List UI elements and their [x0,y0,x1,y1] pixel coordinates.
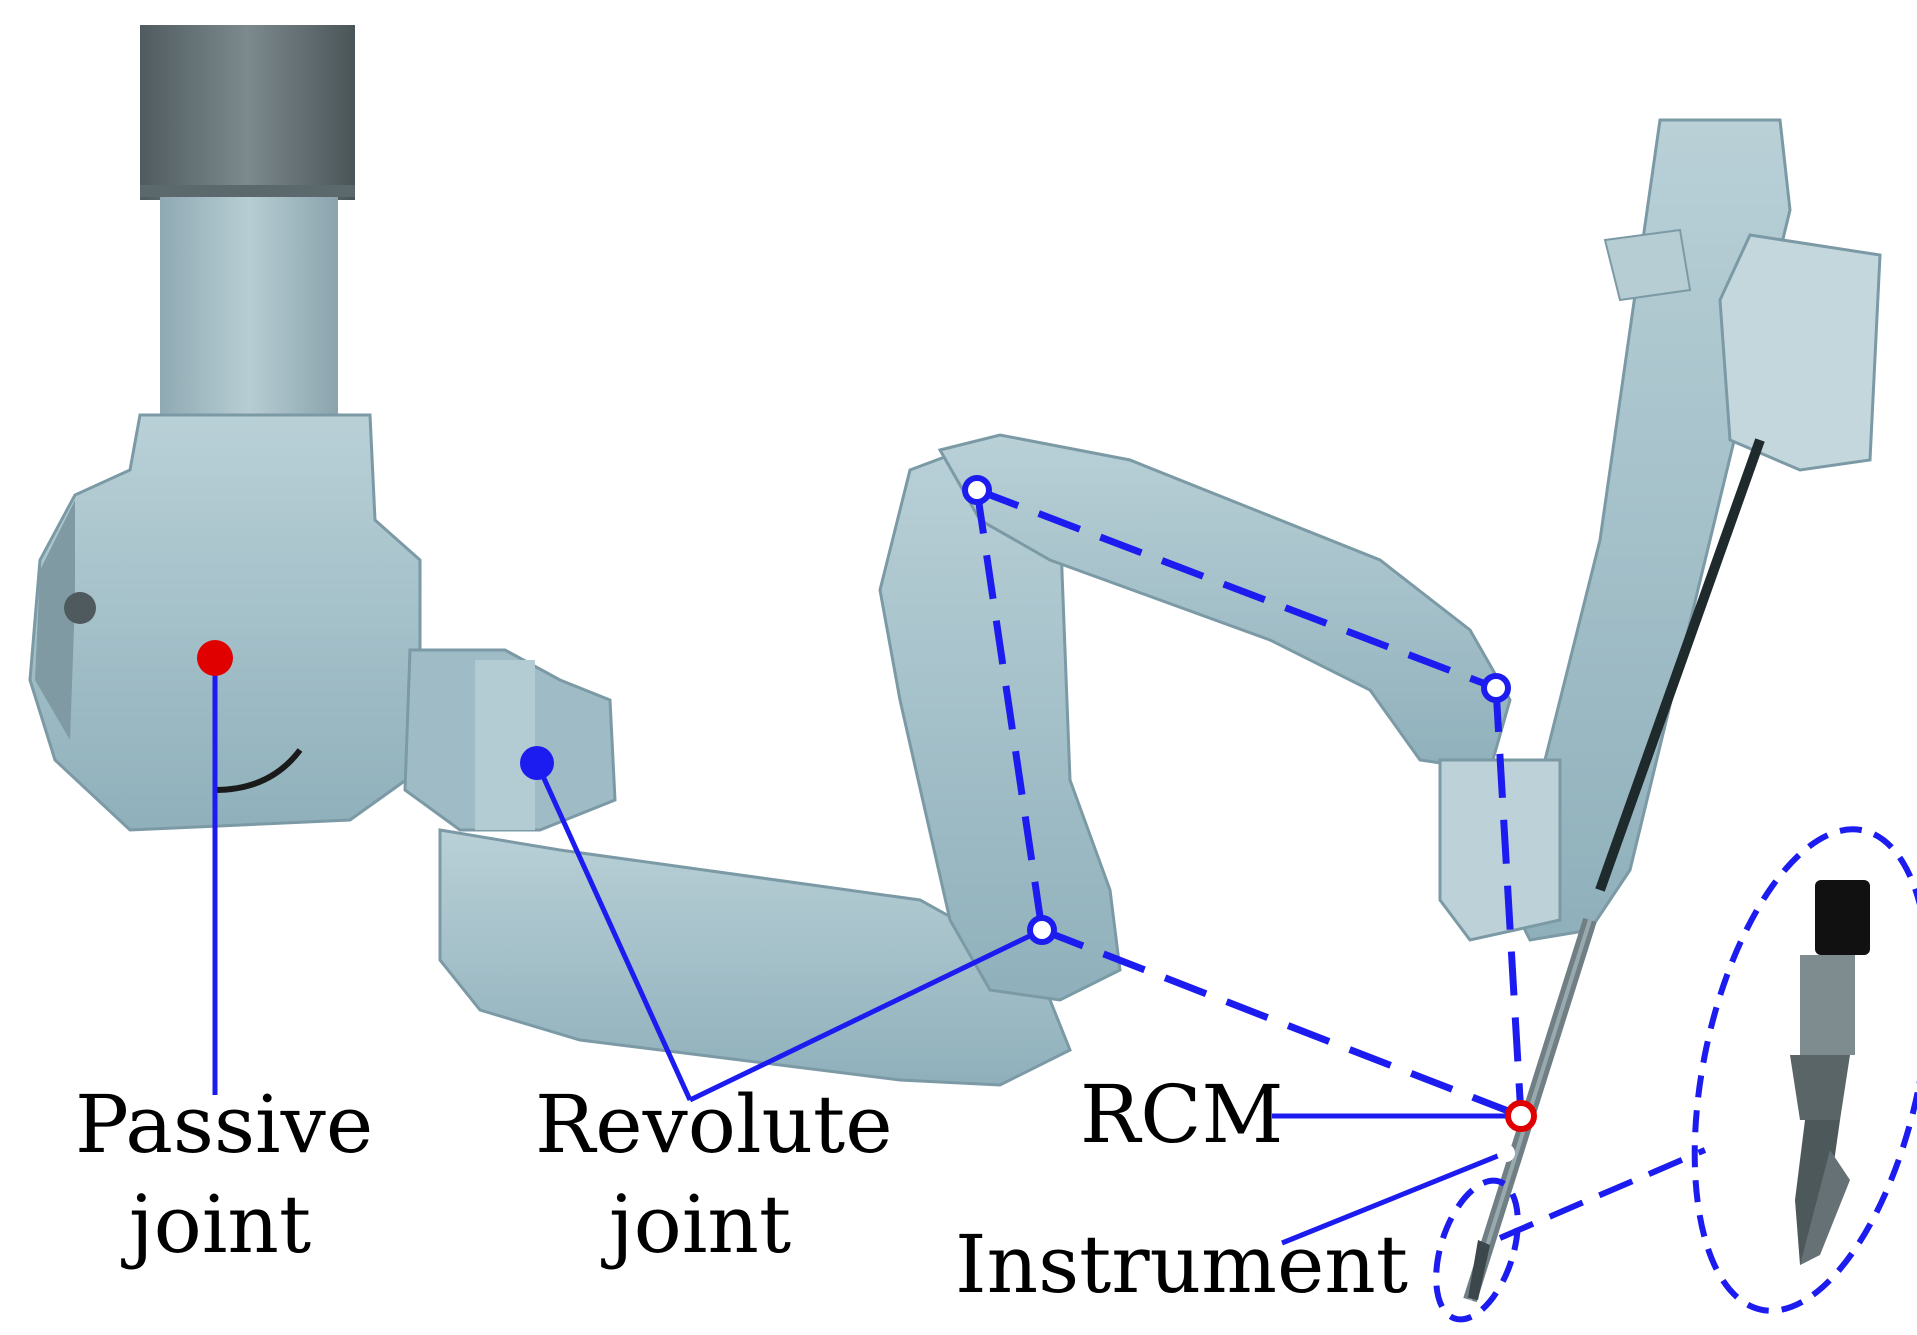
instrument-tip-ellipse [1433,1177,1521,1323]
shoulder-housing [28,413,422,832]
revolute-joint-label-line1: Revolute [535,1078,893,1171]
revolute-joint-leader-1 [534,761,693,1102]
instrument-slide-column [1508,118,1792,942]
kinematic-link-a [975,486,1498,692]
kinematic-link-c [1040,926,1523,1120]
base-column-lower [160,185,338,430]
joint-marker-top [962,475,992,505]
joint-marker-lower [1027,915,1057,945]
instrument-marker [1497,1144,1515,1162]
joint-marker-right [1481,673,1511,703]
kinematic-link-b [973,489,1046,931]
kinematic-annotation [197,475,1917,1323]
revolute-joint-label-line2: joint [608,1178,792,1271]
instrument-label: Instrument [955,1218,1408,1311]
passive-joint-label-line2: joint [128,1178,312,1271]
rcm-marker [1505,1100,1537,1132]
passive-joint-label-line1: Passive [75,1078,374,1171]
instrument-carriage [1718,233,1882,472]
instrument-leader [1281,1150,1506,1246]
drive-rod [1595,438,1765,892]
rcm-label: RCM [1080,1068,1284,1161]
passive-joint-marker [197,640,233,676]
instrument-tip [1468,1240,1490,1300]
revolute-joint-leader-2 [688,927,1044,1103]
rotation-arc-mark [214,748,303,793]
revolute-joint-marker [520,746,554,780]
zoom-connector [1498,1147,1707,1241]
instrument-mount [1438,758,1562,942]
kinematic-link-d [1492,687,1525,1117]
base-column-upper [140,25,355,200]
instrument-detail-zoom [1790,880,1870,1265]
instrument-zoom-ellipse [1691,826,1917,1314]
